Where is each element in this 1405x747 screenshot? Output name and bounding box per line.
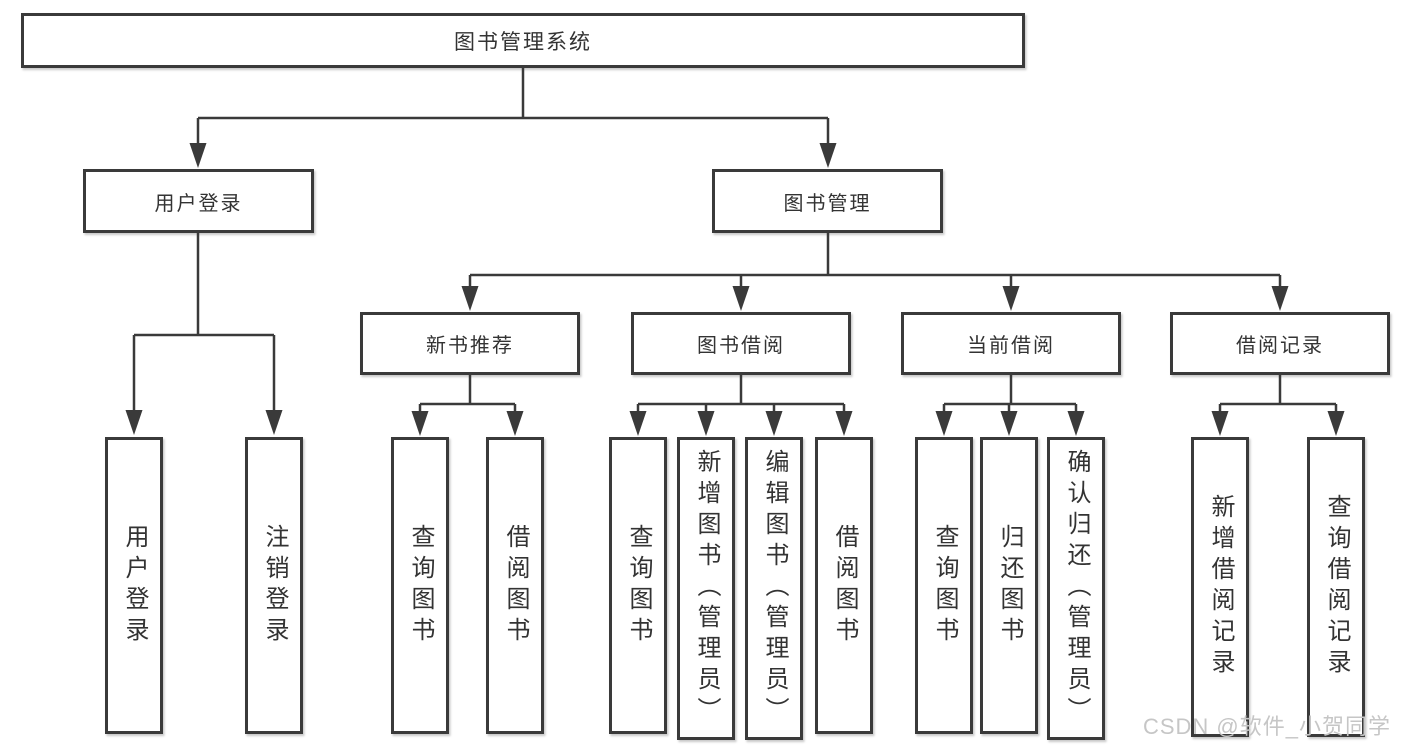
node-current-borrowing: 当前借阅	[901, 312, 1121, 375]
root-to-level2-lines	[196, 68, 830, 147]
leaf-return-book-label: 归还图书	[996, 523, 1023, 648]
leaf-add-book-admin-label: 新增图书（管理员）	[693, 449, 720, 728]
leaf-edit-book-admin: 编辑图书（管理员）	[745, 437, 803, 740]
leaf-user-login-label: 用户登录	[121, 523, 148, 648]
leaf-query-borrow-record-label: 查询借阅记录	[1323, 494, 1350, 680]
node-new-book-recommend-label: 新书推荐	[426, 335, 514, 357]
leaf-add-book-admin: 新增图书（管理员）	[677, 437, 735, 740]
node-borrow-records-label: 借阅记录	[1236, 335, 1324, 357]
leaf-query-books-recommend-label: 查询图书	[407, 523, 434, 648]
leaf-query-books-current: 查询图书	[915, 437, 973, 734]
leaf-add-borrow-record: 新增借阅记录	[1191, 437, 1249, 737]
leaf-borrow-books-recommend-label: 借阅图书	[502, 523, 529, 648]
leaf-confirm-return-admin: 确认归还（管理员）	[1047, 437, 1105, 740]
leaf-edit-book-admin-label: 编辑图书（管理员）	[761, 449, 788, 728]
userlogin-branch-lines	[132, 233, 276, 413]
leaf-user-login: 用户登录	[105, 437, 163, 734]
leaf-confirm-return-admin-label: 确认归还（管理员）	[1063, 449, 1090, 728]
leaf-query-books-borrowing-label: 查询图书	[625, 523, 652, 648]
csdn-watermark: CSDN @软件_小贺同学	[1142, 714, 1391, 739]
node-book-management-label: 图书管理	[783, 192, 872, 215]
node-borrow-records: 借阅记录	[1170, 312, 1390, 375]
node-user-login-label: 用户登录	[154, 192, 243, 215]
leaf-logout-label: 注销登录	[261, 523, 288, 648]
node-book-borrowing-label: 图书借阅	[697, 335, 785, 357]
leaf-query-books-recommend: 查询图书	[391, 437, 449, 734]
leaf-borrow-books-borrowing-label: 借阅图书	[831, 523, 858, 648]
node-user-login: 用户登录	[83, 169, 314, 233]
node-book-borrowing: 图书借阅	[631, 312, 851, 375]
leaf-add-borrow-record-label: 新增借阅记录	[1207, 494, 1234, 680]
leaf-query-books-borrowing: 查询图书	[609, 437, 667, 734]
leaf-drop-lines	[418, 404, 1338, 415]
bookmgmt-branch-lines	[468, 233, 1282, 290]
module-stem-lines	[468, 375, 1282, 404]
node-library-system: 图书管理系统	[21, 13, 1025, 68]
leaf-logout: 注销登录	[245, 437, 303, 734]
node-new-book-recommend: 新书推荐	[360, 312, 580, 375]
leaf-return-book: 归还图书	[980, 437, 1038, 734]
leaf-borrow-books-borrowing: 借阅图书	[815, 437, 873, 734]
node-current-borrowing-label: 当前借阅	[967, 335, 1055, 357]
node-book-management: 图书管理	[712, 169, 943, 233]
node-library-system-label: 图书管理系统	[454, 30, 592, 54]
leaf-query-books-current-label: 查询图书	[931, 523, 958, 648]
leaf-query-borrow-record: 查询借阅记录	[1307, 437, 1365, 737]
leaf-borrow-books-recommend: 借阅图书	[486, 437, 544, 734]
